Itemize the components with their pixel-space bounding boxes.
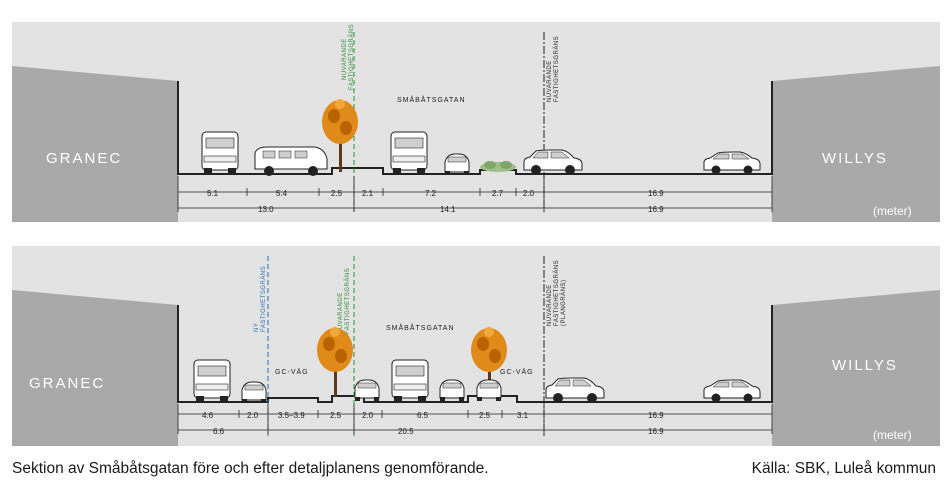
car-front-icon	[241, 381, 267, 403]
dim-label: 5.4	[276, 189, 288, 198]
street-label: SMÅBÅTSGATAN	[386, 323, 455, 332]
suv-side-icon	[523, 149, 583, 175]
current-property-label-2: FASTIGHETSGRÄNS	[348, 24, 355, 90]
car-front-icon	[476, 379, 502, 401]
truck-icon	[201, 131, 239, 174]
unit-label: (meter)	[873, 428, 912, 442]
dim-label: 20.5	[398, 427, 414, 436]
dim-label: 14.1	[440, 205, 456, 214]
figure-caption: Sektion av Småbåtsgatan före och efter d…	[12, 460, 489, 477]
car-side-icon	[703, 379, 761, 403]
section-before: GRANEC WILLYS NUVARANDE FASTIGHETSGRÄNS …	[12, 22, 940, 222]
dim-label: 16.9	[648, 427, 664, 436]
granec-label: GRANEC	[46, 150, 122, 167]
granec-label: GRANEC	[29, 375, 105, 392]
truck-icon	[193, 359, 231, 402]
ground-line	[177, 81, 773, 175]
car-front-icon	[439, 379, 465, 401]
dim-label: 16.9	[648, 189, 664, 198]
dim-label: 16.9	[648, 411, 664, 420]
property-label-1: NUVARANDE	[547, 60, 553, 102]
dimension-lines	[177, 404, 773, 434]
dim-label: 6.6	[213, 427, 225, 436]
gc-path-label-right: GC-VÄG	[500, 368, 534, 376]
current-property-label-1: NUVARANDE	[338, 292, 344, 334]
dim-label: 6.5	[417, 411, 429, 420]
current-property-label-2: FASTIGHETSGRÄNS	[344, 268, 351, 334]
tree-icon	[471, 327, 507, 397]
suv-side-icon	[545, 377, 605, 403]
hedge-icon	[480, 161, 516, 172]
section-before-drawing: GRANEC WILLYS NUVARANDE FASTIGHETSGRÄNS …	[12, 24, 940, 222]
granec-building	[12, 66, 178, 222]
truck-icon	[390, 131, 428, 174]
section-after-drawing: GRANEC WILLYS NY FASTIGHETSGRÄNS NUVARAN…	[12, 256, 940, 446]
willys-building	[772, 66, 940, 222]
granec-building	[12, 290, 178, 446]
current-property-label-1: NUVARANDE	[342, 38, 348, 80]
willys-building	[772, 290, 940, 446]
dim-label: 2.7	[492, 189, 504, 198]
dim-label: 2.0	[523, 189, 535, 198]
dim-label: 2.0	[362, 411, 374, 420]
car-front-icon	[354, 379, 380, 401]
property-label-3: (PLANGRÄNS)	[560, 279, 567, 326]
dimension-lines	[177, 176, 773, 212]
dim-label: 2.5	[330, 411, 342, 420]
dim-label: 3.5–3.9	[278, 411, 305, 420]
dim-label: 5.1	[207, 189, 219, 198]
dim-label: 7.2	[425, 189, 437, 198]
dim-label: 3.1	[517, 411, 529, 420]
tree-icon	[322, 99, 358, 172]
property-label-2: FASTIGHETSGRÄNS	[553, 260, 560, 326]
unit-label: (meter)	[873, 204, 912, 218]
dim-label: 16.9	[648, 205, 664, 214]
truck-icon	[391, 359, 429, 402]
property-label-2: FASTIGHETSGRÄNS	[553, 36, 560, 102]
dim-label: 2.5	[479, 411, 491, 420]
dim-label: 13.0	[258, 205, 274, 214]
dim-label: 4.6	[202, 411, 214, 420]
tree-icon	[317, 327, 353, 397]
dim-label: 2.5	[331, 189, 343, 198]
property-label-1: NUVARANDE	[547, 284, 553, 326]
figure-source: Källa: SBK, Luleå kommun	[751, 460, 936, 477]
dim-label: 2.0	[247, 411, 259, 420]
street-label: SMÅBÅTSGATAN	[397, 95, 466, 104]
van-icon	[254, 146, 328, 176]
car-side-icon	[703, 151, 761, 175]
willys-label: WILLYS	[822, 150, 888, 167]
new-property-label-2: FASTIGHETSGRÄNS	[260, 266, 267, 332]
car-front-icon	[444, 153, 470, 175]
section-after: GRANEC WILLYS NY FASTIGHETSGRÄNS NUVARAN…	[12, 246, 940, 446]
willys-label: WILLYS	[832, 357, 898, 374]
gc-path-label-left: GC-VÄG	[275, 368, 309, 376]
new-property-label-1: NY	[254, 323, 260, 332]
dim-label: 2.1	[362, 189, 374, 198]
